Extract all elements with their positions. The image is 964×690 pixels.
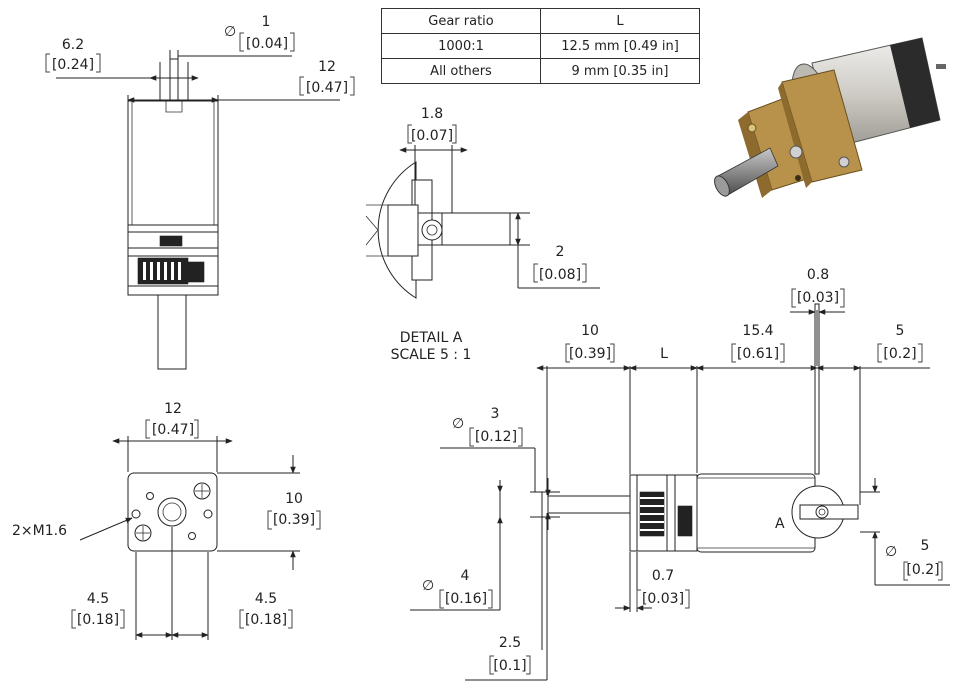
detail-flat-depth-mm: 2 (556, 244, 565, 260)
front-left-offset-in: [0.18] (77, 612, 119, 628)
detail-a-view (365, 124, 600, 299)
detail-flat-width-mm: 1.8 (421, 106, 443, 122)
front-right-offset-mm: 4.5 (255, 591, 277, 607)
side-shaft-len-in: [0.39] (569, 346, 611, 362)
side-back-shaft-mm: 5 (896, 323, 905, 339)
side-motor-len-mm: 15.4 (742, 323, 773, 339)
table-cell: 9 mm [0.35 in] (540, 58, 700, 84)
top-view (45, 32, 355, 370)
detail-title: DETAIL A (400, 330, 463, 346)
side-shaft-len-mm: 10 (581, 323, 599, 339)
side-back-dia-symbol: ∅ (885, 544, 897, 560)
side-boss-dia-symbol: ∅ (422, 578, 434, 594)
side-terminal-thk-mm: 0.8 (807, 267, 829, 283)
top-body-width-mm: 12 (318, 59, 336, 75)
top-shaft-width-mm: 6.2 (62, 37, 84, 53)
table-header-cell: L (540, 8, 700, 34)
detail-flat-depth-in: [0.08] (539, 267, 581, 283)
front-width-mm: 12 (164, 401, 182, 417)
side-back-dia-in: [0.2] (906, 562, 939, 578)
side-boss-len-in: [0.1] (493, 658, 526, 674)
top-shaft-flat-symbol: ∅ (224, 24, 236, 40)
front-height-mm: 10 (285, 491, 303, 507)
side-boss-dia-in: [0.16] (445, 591, 487, 607)
side-motor-len-in: [0.61] (737, 346, 779, 362)
front-right-offset-in: [0.18] (245, 612, 287, 628)
side-shaft-dia-mm: 3 (491, 406, 500, 422)
detail-flat-width-in: [0.07] (411, 128, 453, 144)
table-row: All others 9 mm [0.35 in] (381, 58, 700, 84)
side-shaft-dia-symbol: ∅ (452, 416, 464, 432)
top-body-width-in: [0.47] (306, 80, 348, 96)
top-shaft-flat-in: [0.04] (246, 36, 288, 52)
mounting-holes-label: 2×M1.6 (12, 523, 67, 539)
front-height-in: [0.39] (273, 512, 315, 528)
side-terminal-thk-in: [0.03] (797, 290, 839, 306)
side-shaft-dia-in: [0.12] (475, 429, 517, 445)
side-boss-dia-mm: 4 (461, 568, 470, 584)
gear-ratio-table: Gear ratio L 1000:1 12.5 mm [0.49 in] Al… (381, 8, 700, 84)
table-cell: All others (381, 58, 541, 84)
side-gearbox-len: L (660, 346, 668, 362)
side-plate-thk-mm: 0.7 (652, 568, 674, 584)
side-back-shaft-in: [0.2] (883, 346, 916, 362)
motor-3d-render (714, 37, 946, 198)
side-plate-thk-in: [0.03] (642, 591, 684, 607)
top-shaft-width-in: [0.24] (52, 57, 94, 73)
side-back-dia-mm: 5 (921, 538, 930, 554)
front-left-offset-mm: 4.5 (87, 591, 109, 607)
side-view (410, 288, 950, 681)
detail-a-marker: A (775, 516, 785, 532)
top-shaft-flat-mm: 1 (262, 14, 271, 30)
front-view (71, 419, 321, 640)
table-header-cell: Gear ratio (381, 8, 541, 34)
detail-scale: SCALE 5 : 1 (391, 347, 472, 363)
table-header-row: Gear ratio L (381, 8, 700, 34)
side-boss-len-mm: 2.5 (499, 635, 521, 651)
dimension-labels: ∅ 1 [0.04] 6.2 [0.24] 12 [0.47] 1.8 [0.0… (12, 14, 940, 674)
front-width-in: [0.47] (152, 422, 194, 438)
